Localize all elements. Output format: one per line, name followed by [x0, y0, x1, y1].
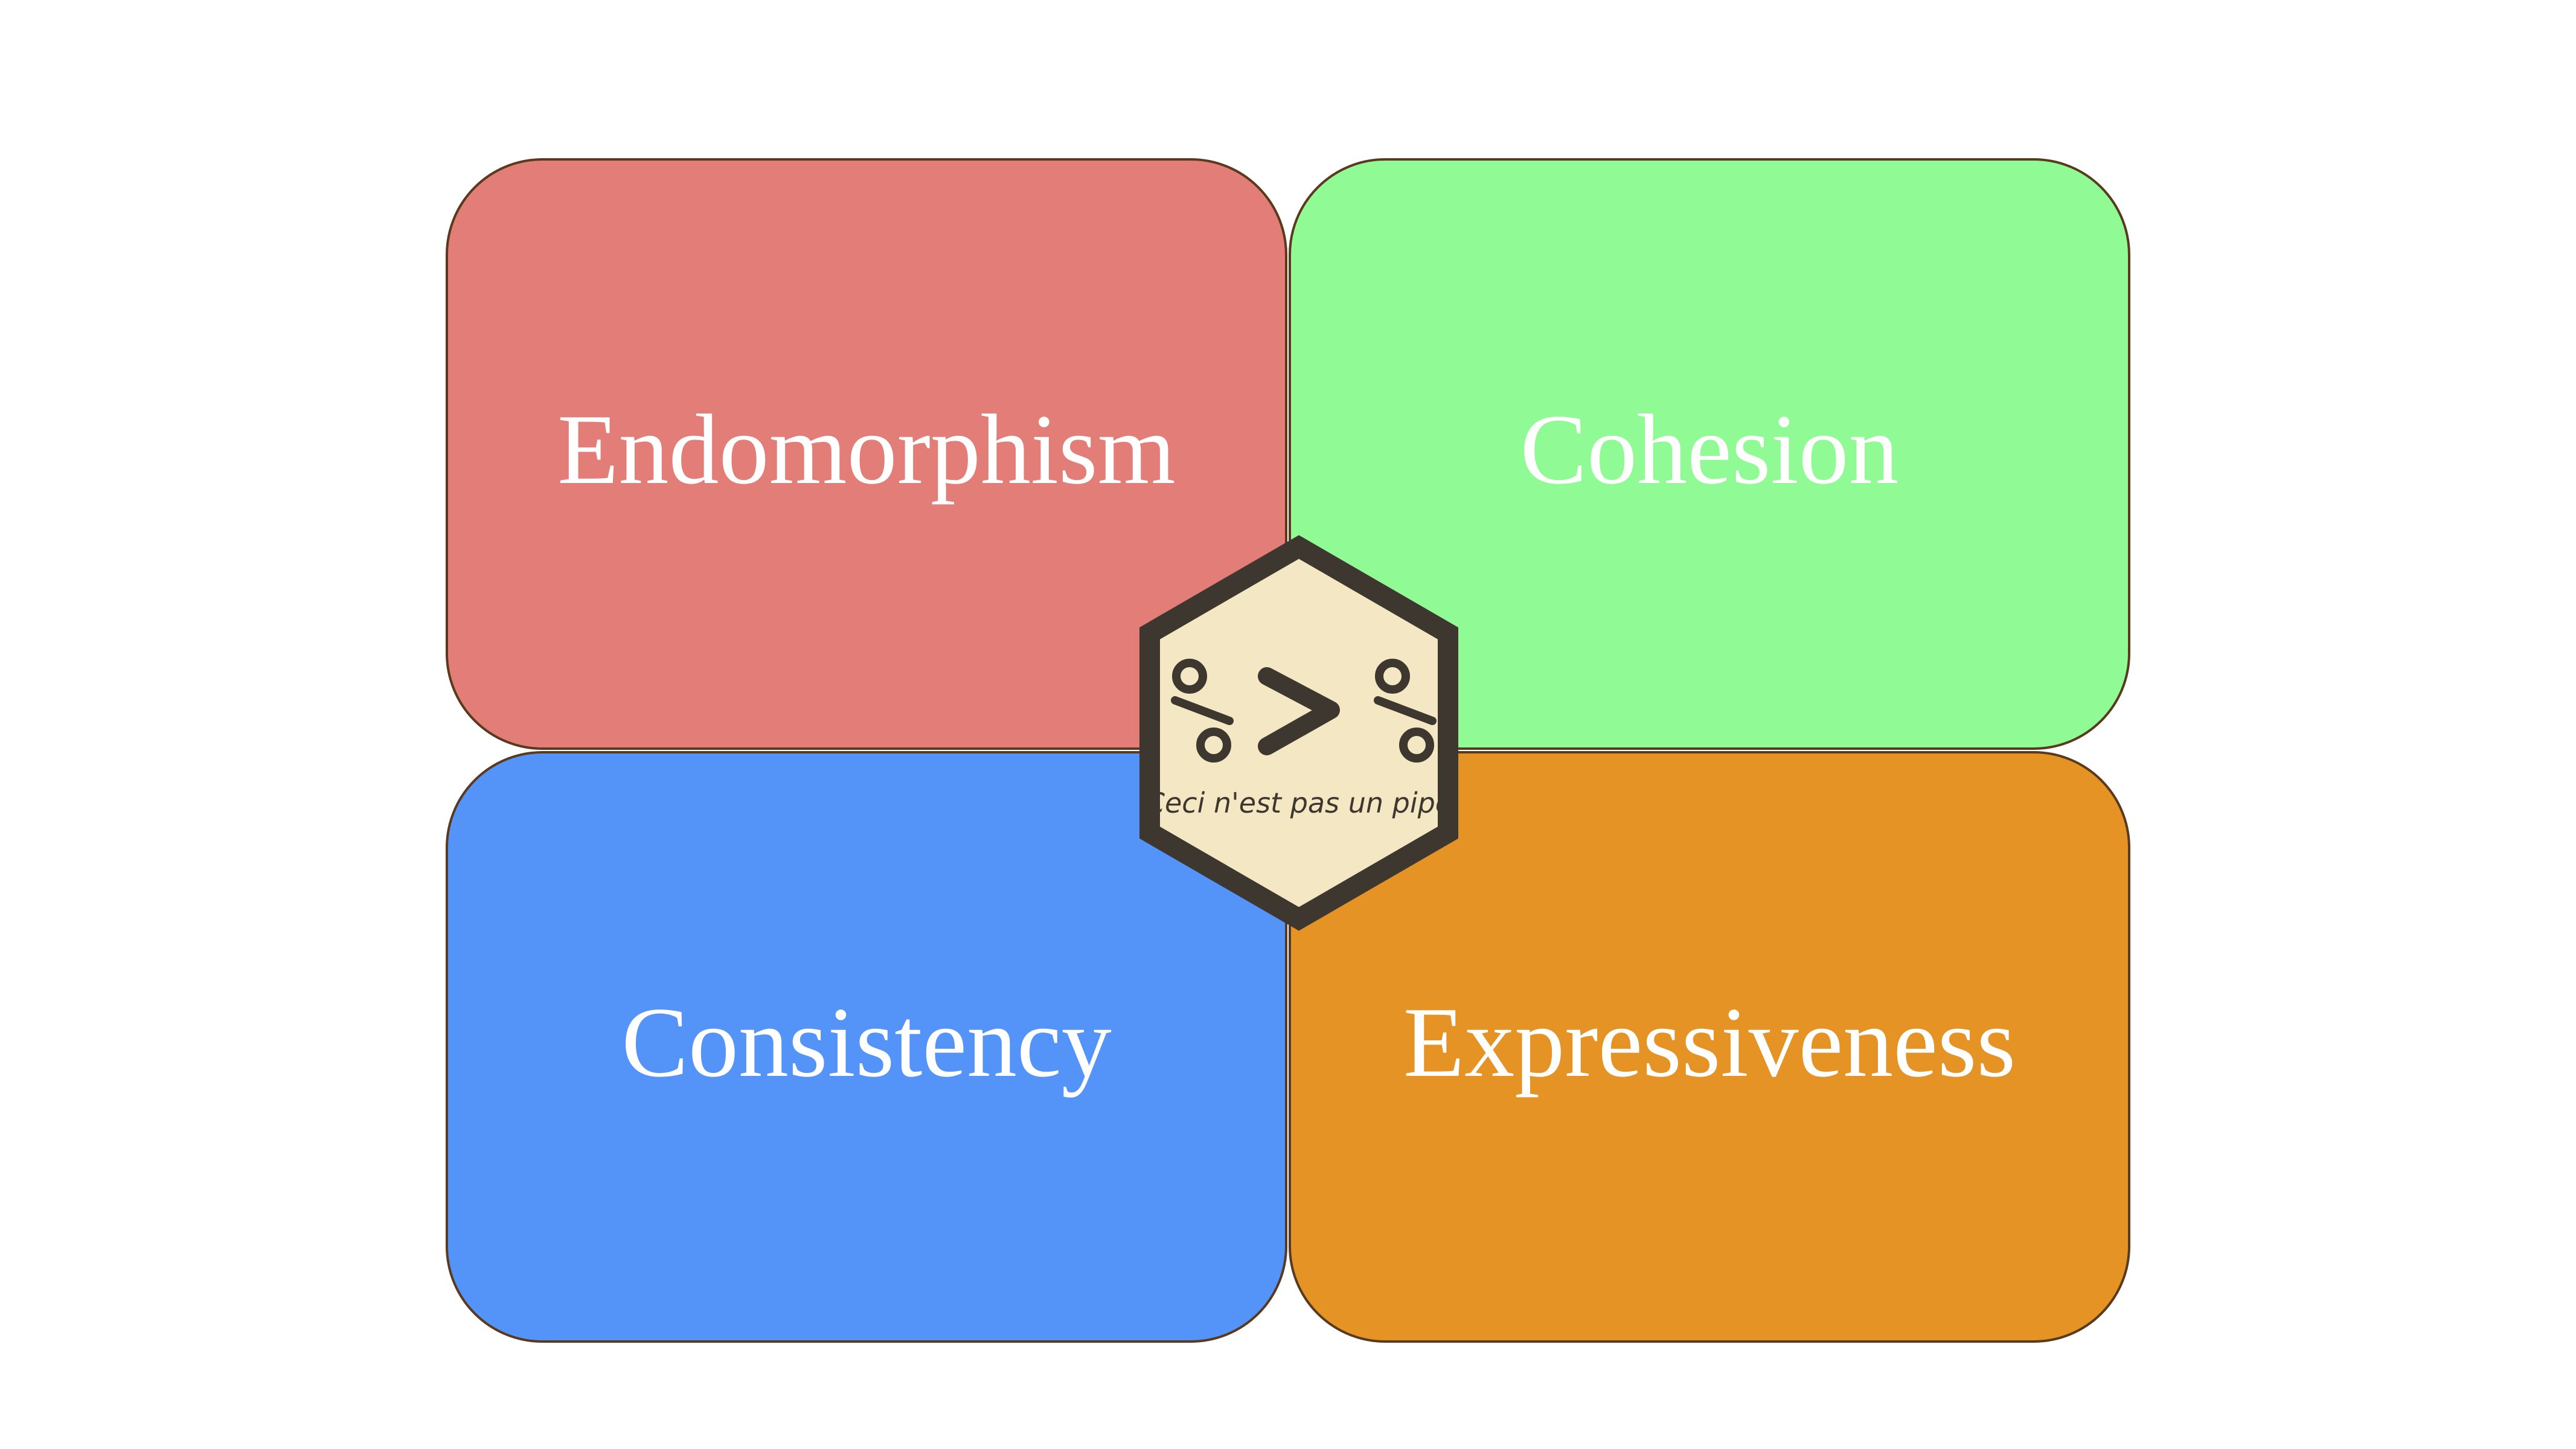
quadrant-expressiveness: Expressiveness: [1289, 751, 2130, 1343]
quadrant-label: Expressiveness: [1403, 987, 2016, 1098]
hex-tagline: Ceci n'est pas un pipe: [1145, 787, 1452, 819]
pipe-symbol-icon: [1171, 659, 1437, 763]
quadrant-label: Endomorphism: [557, 394, 1176, 505]
magrittr-hex-logo: Ceci n'est pas un pipe: [1139, 535, 1458, 931]
quadrant-endomorphism: Endomorphism: [446, 158, 1287, 750]
quadrant-consistency: Consistency: [446, 751, 1287, 1343]
quadrant-label: Consistency: [621, 987, 1112, 1098]
quadrant-cohesion: Cohesion: [1289, 158, 2130, 750]
quadrant-label: Cohesion: [1520, 394, 1899, 505]
